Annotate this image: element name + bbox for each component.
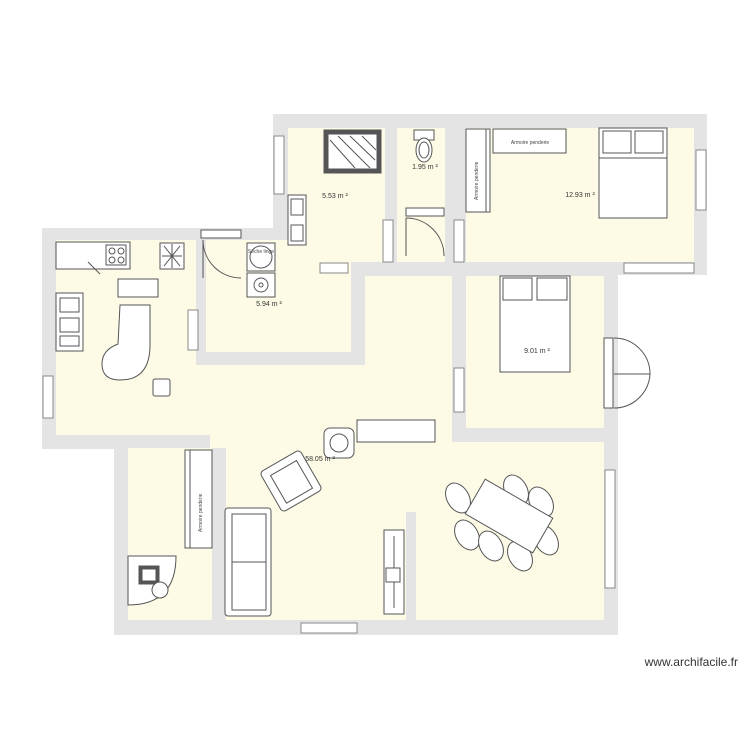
floors (56, 128, 694, 620)
sofa (224, 507, 272, 617)
wardrobe-bedroom-1-top-label: Armoire penderie (511, 140, 550, 146)
window-bath-inner (382, 219, 394, 263)
window-wc-inner (453, 219, 465, 263)
area-laundry: 5.94 m ² (256, 301, 282, 308)
window-bed2-left (453, 367, 465, 413)
wardrobe-office (184, 449, 213, 549)
dryer-label-line1: Sèche linge (248, 249, 274, 255)
shower-tray (323, 129, 382, 174)
toilet (413, 129, 435, 163)
armchair (260, 450, 322, 512)
window-bed1-bottom (623, 262, 695, 274)
double-bed-2 (499, 275, 571, 373)
door-laundry (200, 229, 242, 279)
double-bed-1 (598, 127, 668, 219)
shelf-unit (383, 529, 405, 615)
dining-table (445, 474, 559, 572)
window-living-right (604, 469, 616, 589)
stool (152, 378, 171, 397)
washing-machine (246, 272, 276, 298)
area-wc: 1.95 m ² (412, 164, 438, 171)
doors (200, 207, 651, 409)
area-bedroom-1: 12.93 m ² (565, 192, 595, 199)
floor-laundry (206, 240, 351, 352)
dryer-machine (246, 242, 276, 272)
window-laundry-top (319, 262, 349, 274)
watermark: www.archifacile.fr (644, 655, 738, 669)
area-bathroom: 5.53 m ² (322, 193, 348, 200)
armchair-small (323, 427, 355, 459)
area-living: 58.05 m ² (305, 456, 335, 463)
range-hood (117, 278, 159, 298)
furniture-labels: Sèche linge Armoire penderie Armoire pen… (198, 140, 549, 532)
wardrobe-office-label: Armoire penderie (198, 493, 204, 532)
wardrobe-bedroom-1-label: Armoire penderie (474, 161, 480, 200)
kitchen-counter (55, 241, 131, 275)
tv-unit (356, 419, 436, 443)
wardrobe-bedroom-1-top (492, 128, 567, 154)
window-left (42, 375, 54, 419)
fridge (159, 242, 185, 270)
window-living-bottom (300, 622, 358, 634)
corner-desk (127, 555, 177, 606)
door-wc (405, 207, 445, 257)
wardrobe-bedroom-1-side (465, 128, 491, 213)
window-bed1-right (695, 149, 707, 211)
door-bedroom-2-french (603, 337, 651, 409)
kitchen-sink (55, 292, 84, 352)
area-labels: 5.53 m ² 1.95 m ² 12.93 m ² 5.94 m ² 9.0… (256, 164, 595, 463)
furniture (55, 127, 668, 617)
windows (42, 135, 707, 634)
area-bedroom-2: 9.01 m ² (524, 348, 550, 355)
window-bath-top (273, 135, 285, 195)
kitchen-island (101, 304, 151, 381)
window-laundry-left (187, 309, 199, 351)
double-vanity (287, 194, 307, 246)
